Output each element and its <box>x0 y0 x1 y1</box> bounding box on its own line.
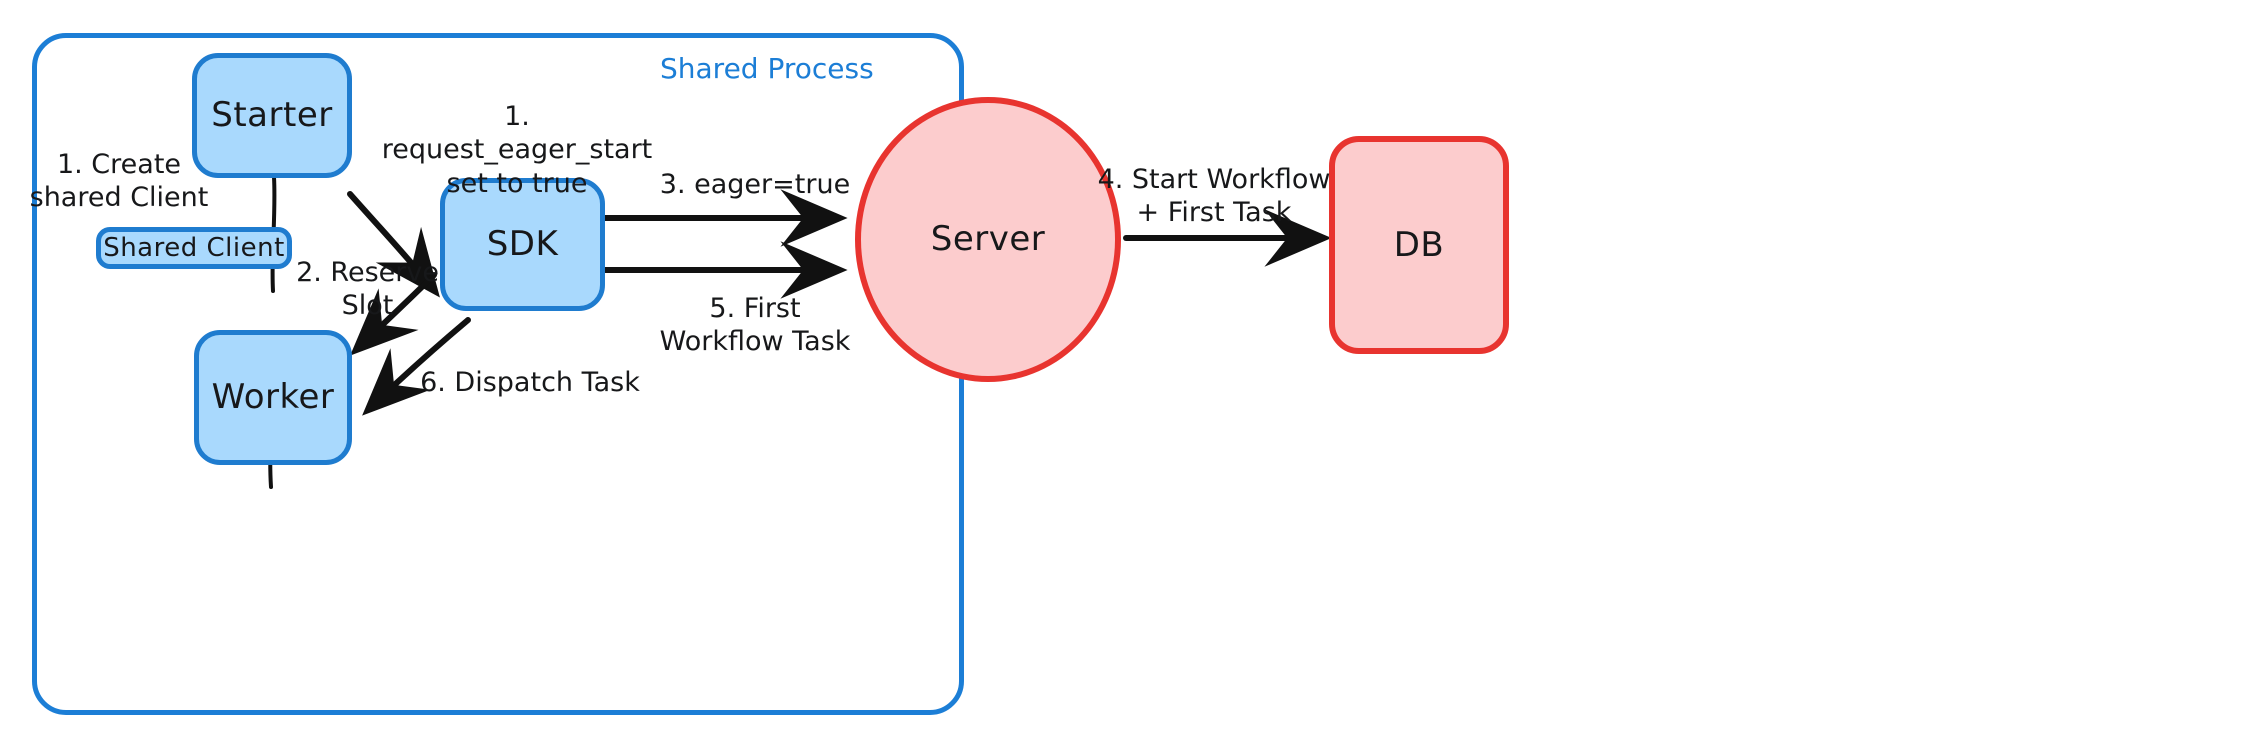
edge-label-start-workflow-first-task: 4. Start Workflow + First Task <box>1097 164 1331 229</box>
node-shared-client-label: Shared Client <box>103 232 285 263</box>
edge-label-request-eager-start: 1. request_eager_start set to true <box>381 101 653 199</box>
node-worker[interactable]: Worker <box>194 330 352 465</box>
edge-label-first-workflow-task: 5. First Workflow Task <box>659 293 851 358</box>
edge-sdk-worker-dispatch <box>362 317 471 416</box>
node-shared-client[interactable]: Shared Client <box>96 227 292 269</box>
node-db-label: DB <box>1393 224 1445 265</box>
node-starter-label: Starter <box>211 95 333 136</box>
edge-label-create-shared-client: 1. Create shared Client <box>29 149 209 214</box>
edge-label-eager-true: 3. eager=true <box>659 169 851 200</box>
shared-process-title: Shared Process <box>660 52 874 85</box>
node-db[interactable]: DB <box>1329 136 1509 354</box>
node-server-label: Server <box>930 219 1046 260</box>
node-sdk[interactable]: SDK <box>440 178 605 311</box>
node-worker-label: Worker <box>211 377 335 418</box>
edge-sdk-worker-reserve <box>350 272 437 356</box>
node-server[interactable]: Server <box>855 97 1121 382</box>
edge-label-reserve-slot: 2. Reserve Slot <box>296 257 439 322</box>
node-starter[interactable]: Starter <box>192 53 352 178</box>
node-sdk-label: SDK <box>486 224 559 265</box>
edge-label-dispatch-task: 6. Dispatch Task <box>420 367 640 398</box>
